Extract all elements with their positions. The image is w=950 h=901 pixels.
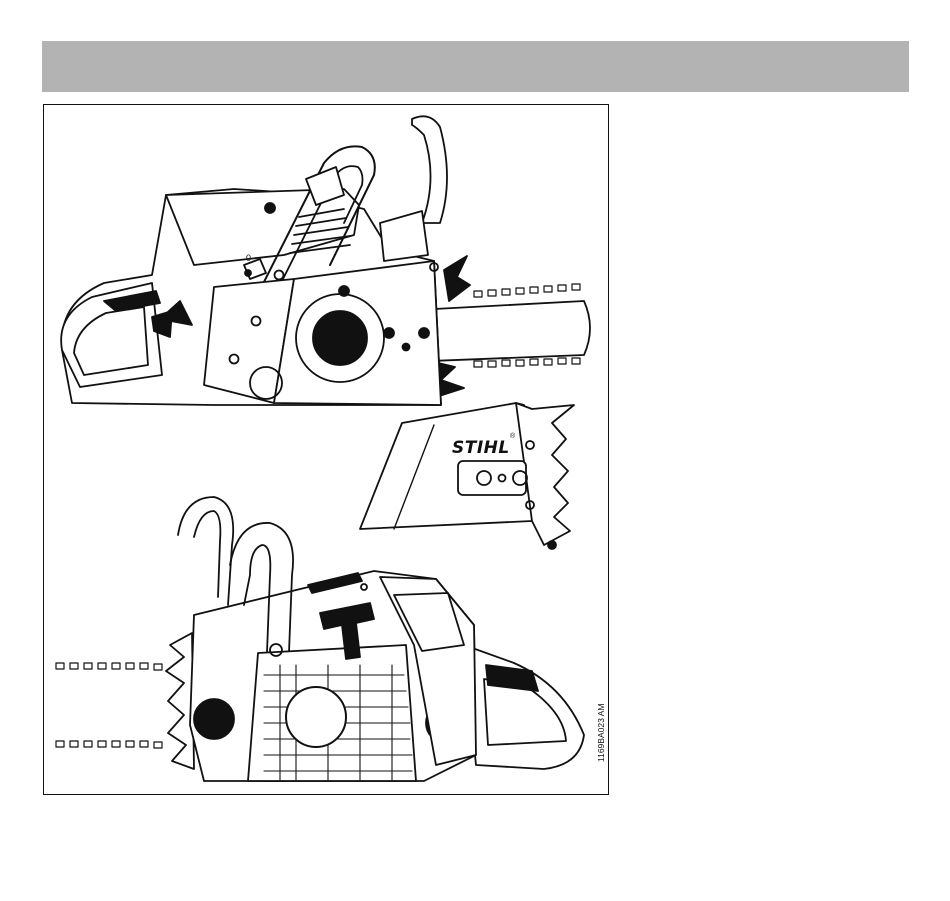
chainsaw-illustration: 0 STIHL ®	[44, 105, 610, 796]
figure-code-text: 1169BA023 AM	[596, 704, 606, 762]
sprocket-cover-illustration	[360, 403, 574, 549]
chainsaw-rear-view-illustration	[56, 497, 584, 781]
chainsaw-side-view-illustration	[61, 116, 590, 405]
illustration-frame: 0 STIHL ®	[43, 104, 609, 795]
trademark-symbol: ®	[510, 432, 516, 440]
header-band	[42, 41, 909, 92]
panel-symbol: 0	[246, 253, 251, 263]
brand-logo: STIHL	[452, 438, 510, 458]
